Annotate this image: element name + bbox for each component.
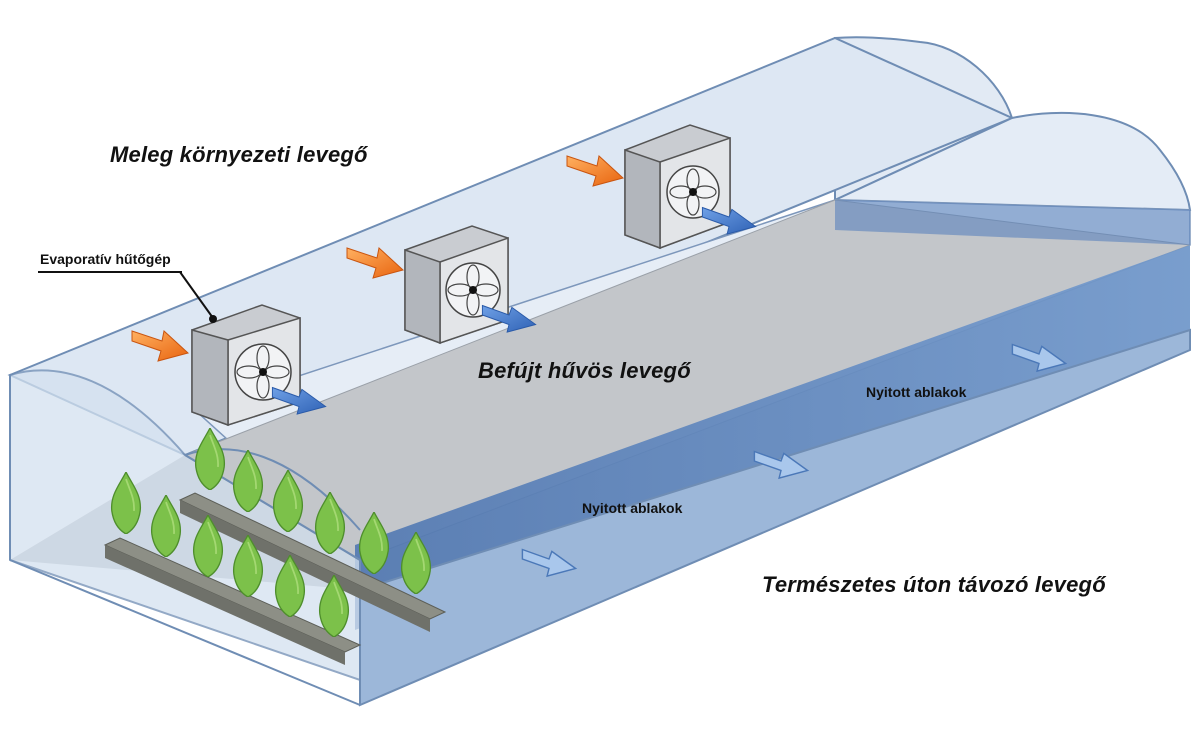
warm-air-label: Meleg környezeti levegő: [110, 142, 368, 167]
bench-front-side: [105, 545, 345, 665]
evaporative-cooler-label: Evaporatív hűtőgép: [40, 251, 171, 267]
open-windows-front-label: Nyitott ablakok: [582, 500, 683, 516]
bench-back-side: [180, 500, 430, 632]
natural-exhaust-label: Természetes úton távozó levegő: [762, 572, 1106, 597]
cooler-callout-line: [179, 271, 214, 319]
open-windows-back-label: Nyitott ablakok: [866, 384, 967, 400]
blown-cool-air-label: Befújt hűvös levegő: [478, 358, 691, 383]
roof-right-arch: [834, 111, 1192, 212]
bench-front: [103, 537, 362, 653]
bench-back: [178, 492, 447, 620]
open-window-band-back: [835, 200, 1190, 245]
